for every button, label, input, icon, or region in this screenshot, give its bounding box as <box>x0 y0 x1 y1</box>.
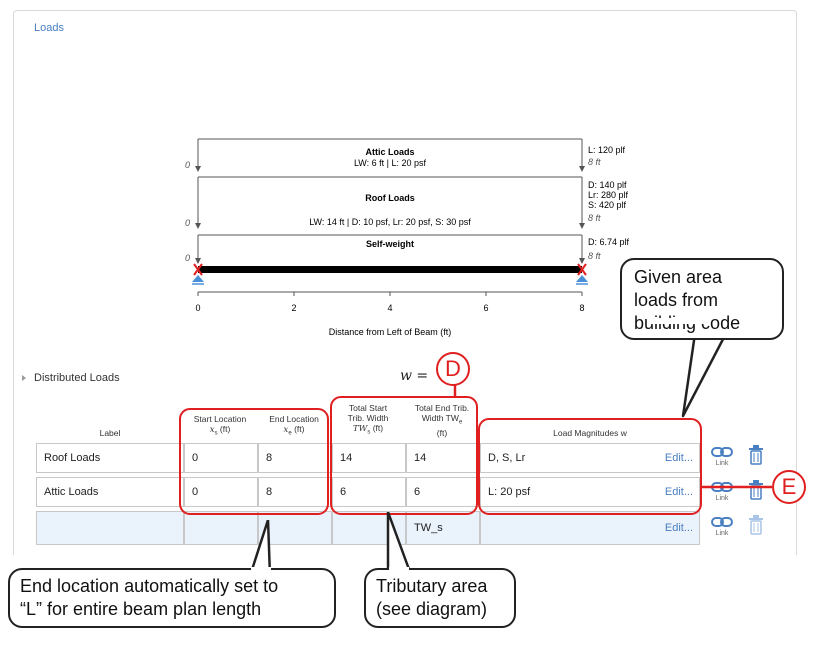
attic-load-sub: LW: 6 ft | L: 20 psf <box>354 158 427 168</box>
callout-end-joint <box>251 567 271 572</box>
annotation-badge-d: D <box>436 352 470 386</box>
row1-link-button[interactable]: Link <box>709 445 735 467</box>
row3-start-trib[interactable] <box>332 511 406 545</box>
x-tick-label: 4 <box>387 303 392 313</box>
x-tick-label: 2 <box>291 303 296 313</box>
row2-start-trib[interactable]: 6 <box>332 477 406 507</box>
roof-load-s: S: 420 plf <box>588 200 627 210</box>
attic-load-magnitude: L: 120 plf <box>588 145 626 155</box>
attic-load-start: 0 <box>185 160 190 170</box>
row1-edit-link[interactable]: Edit... <box>664 452 693 464</box>
right-support <box>576 263 588 285</box>
roof-load-start: 0 <box>185 218 190 228</box>
row3-link-label: Link <box>715 530 729 537</box>
header-end-trib-width: Total End Trib.Width TWe(ft) <box>414 403 470 438</box>
row3-delete-icon[interactable] <box>748 515 764 535</box>
callout-trib-joint <box>389 567 409 572</box>
x-tick-label: 8 <box>579 303 584 313</box>
roof-load-d: D: 140 plf <box>588 180 627 190</box>
self-weight-name: Self-weight <box>366 239 414 249</box>
row1-start-trib[interactable]: 14 <box>332 443 406 473</box>
callout-area-pointer <box>681 320 735 418</box>
header-label: Label <box>99 428 121 438</box>
row3-link-button[interactable]: Link <box>709 515 735 537</box>
section-title: Loads <box>34 22 64 34</box>
self-weight-start: 0 <box>185 253 190 263</box>
row1-link-label: Link <box>715 460 729 467</box>
self-weight-magnitude: D: 6.74 plf <box>588 237 630 247</box>
callout-given-area-loads: Given area loads from building code <box>620 258 784 340</box>
row2-magnitudes[interactable]: L: 20 psf Edit... <box>480 477 700 507</box>
callout-tributary-area: Tributary area (see diagram) <box>364 568 516 628</box>
roof-load-name: Roof Loads <box>365 193 415 203</box>
left-support <box>192 263 204 285</box>
callout-area-joint <box>650 318 710 324</box>
callout-end-location: End location automatically set to “L” fo… <box>8 568 336 628</box>
row1-end[interactable]: 8 <box>258 443 332 473</box>
row2-magnitudes-text: L: 20 psf <box>488 486 531 498</box>
annotation-e-connector <box>700 485 772 489</box>
row3-end[interactable] <box>258 511 332 545</box>
row3-magnitudes[interactable]: Edit... <box>480 511 700 545</box>
annotation-trib-box <box>330 396 478 515</box>
distributed-loads-label: Distributed Loads <box>34 372 120 384</box>
link-icon <box>711 447 733 457</box>
x-axis-label: Distance from Left of Beam (ft) <box>329 327 452 337</box>
row1-magnitudes-text: D, S, Lr <box>488 452 526 464</box>
header-load-magnitudes: Load Magnitudes w <box>553 428 627 438</box>
annotation-magnitude-box <box>478 418 702 515</box>
row2-edit-link[interactable]: Edit... <box>664 486 693 498</box>
w-equation-label: w = <box>400 368 429 384</box>
row3-end-trib[interactable]: TW_s <box>406 511 480 545</box>
row2-label[interactable]: Attic Loads <box>36 477 184 507</box>
roof-load-sub: LW: 14 ft | D: 10 psf, Lr: 20 psf, S: 30… <box>309 217 471 227</box>
row1-magnitudes[interactable]: D, S, Lr Edit... <box>480 443 700 473</box>
annotation-badge-e: E <box>772 470 806 504</box>
attic-load-name: Attic Loads <box>365 147 414 157</box>
row2-end-trib[interactable]: 6 <box>406 477 480 507</box>
row3-label[interactable] <box>36 511 184 545</box>
row2-start[interactable]: 0 <box>184 477 258 507</box>
distributed-loads-toggle[interactable]: Distributed Loads <box>22 372 120 384</box>
row3-edit-link[interactable]: Edit... <box>664 522 693 534</box>
row1-end-trib[interactable]: 14 <box>406 443 480 473</box>
row2-delete-icon[interactable] <box>748 480 764 500</box>
row1-delete-icon[interactable] <box>748 445 764 465</box>
x-tick-label: 6 <box>483 303 488 313</box>
attic-load-end: 8 ft <box>588 157 601 167</box>
self-weight-end: 8 ft <box>588 251 601 261</box>
roof-load-lr: Lr: 280 plf <box>588 190 629 200</box>
expand-arrow-icon <box>22 375 26 381</box>
x-tick-label: 0 <box>195 303 200 313</box>
load-diagram: Attic Loads LW: 6 ft | L: 20 psf 0 L: 12… <box>185 138 630 337</box>
roof-load-end: 8 ft <box>588 213 601 223</box>
link-icon <box>711 517 733 527</box>
beam <box>198 266 582 273</box>
row3-start[interactable] <box>184 511 258 545</box>
row2-link-label: Link <box>715 495 729 502</box>
annotation-d-connector <box>453 384 457 398</box>
row1-label[interactable]: Roof Loads <box>36 443 184 473</box>
row1-start[interactable]: 0 <box>184 443 258 473</box>
annotation-location-box <box>179 408 329 515</box>
